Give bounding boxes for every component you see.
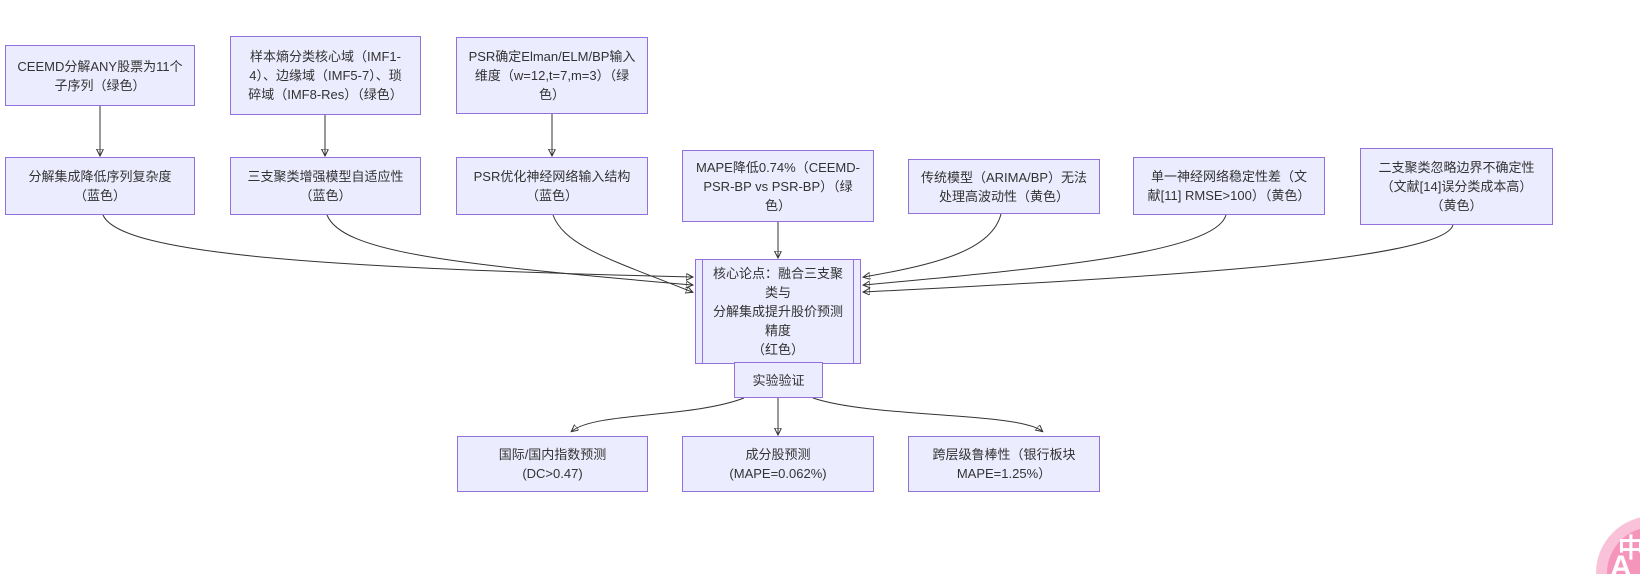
edge-psrstruct-to-core [552, 214, 692, 292]
edge-experiment-to-index [572, 397, 745, 431]
node-mape-reduce: MAPE降低0.74%（CEEMD- PSR-BP vs PSR-BP）（绿 色… [682, 150, 874, 222]
node-single-nn-unstable: 单一神经网络稳定性差（文 献[11] RMSE>100）（黄色） [1133, 157, 1325, 215]
translate-button[interactable]: 中 A [1596, 516, 1640, 574]
node-experiment: 实验验证 [734, 362, 823, 398]
node-psr-dimension: PSR确定Elman/ELM/BP输入 维度（w=12,t=7,m=3）（绿 色… [456, 37, 648, 114]
edge-twoway-to-core [864, 224, 1454, 292]
node-three-way-adaptive: 三支聚类增强模型自适应性 （蓝色） [230, 157, 421, 215]
edge-threeway-to-core [326, 214, 692, 285]
node-psr-structure: PSR优化神经网络输入结构 （蓝色） [456, 157, 648, 215]
edge-complexity-to-core [102, 214, 692, 277]
edge-traditional-to-core [864, 213, 1002, 277]
node-index-forecast: 国际/国内指数预测 (DC>0.47) [457, 436, 648, 492]
translate-en-glyph: A [1610, 550, 1632, 574]
translate-zh-glyph: 中 [1618, 533, 1640, 563]
edge-singlenn-to-core [864, 214, 1227, 285]
node-decompose-complexity: 分解集成降低序列复杂度 （蓝色） [5, 157, 195, 215]
node-traditional-limit: 传统模型（ARIMA/BP）无法 处理高波动性（黄色） [908, 159, 1100, 214]
node-core-thesis: 核心论点：融合三支聚类与 分解集成提升股价预测精度 （红色） [695, 259, 861, 364]
node-sample-entropy: 样本熵分类核心域（IMF1- 4）、边缘域（IMF5-7）、琐 碎域（IMF8-… [230, 36, 421, 115]
node-two-way-limit: 二支聚类忽略边界不确定性 （文献[14]误分类成本高） （黄色） [1360, 148, 1553, 225]
edge-experiment-to-robustness [812, 397, 1042, 431]
node-robustness: 跨层级鲁棒性（银行板块 MAPE=1.25%） [908, 436, 1100, 492]
node-component-forecast: 成分股预测 (MAPE=0.062%) [682, 436, 874, 492]
node-ceemd-decompose: CEEMD分解ANY股票为11个 子序列（绿色） [5, 45, 195, 106]
